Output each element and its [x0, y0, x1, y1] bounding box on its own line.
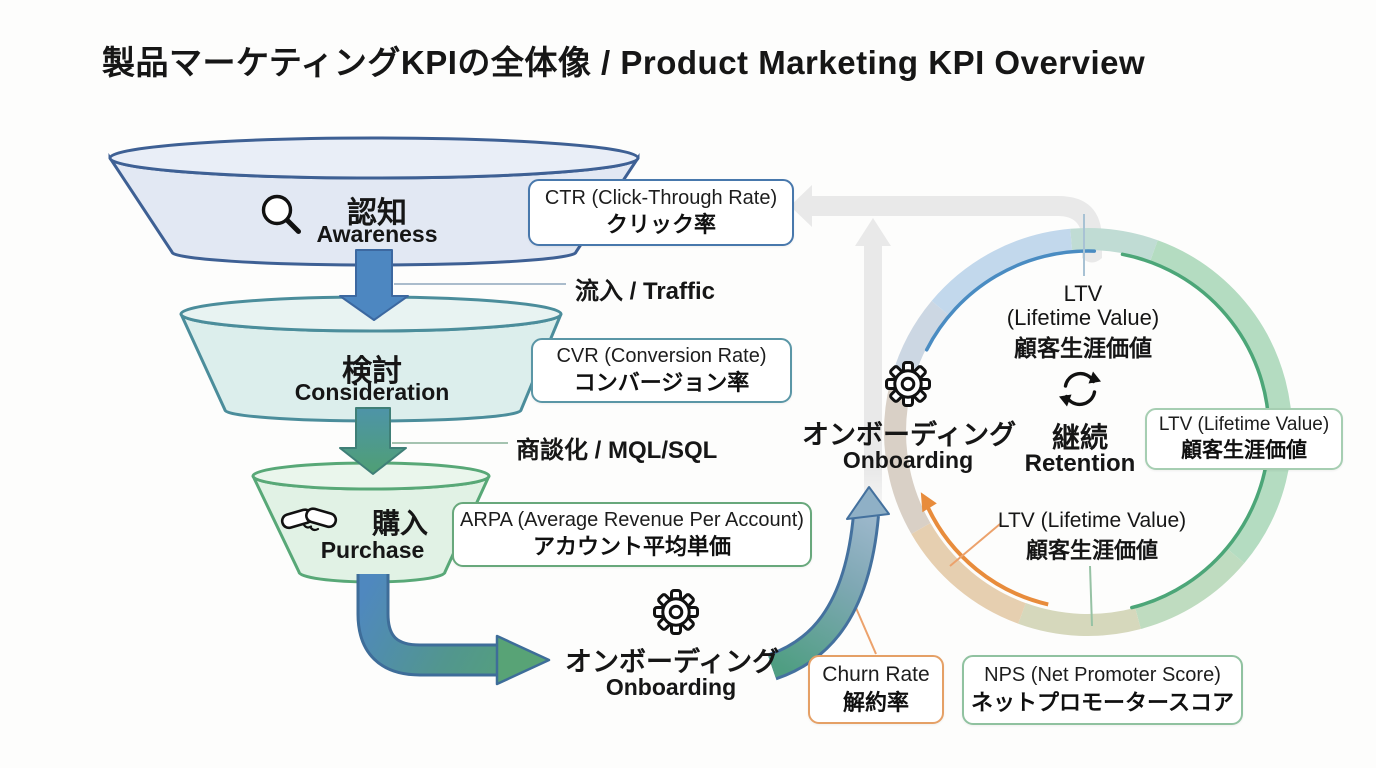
churn-connector-line: [852, 600, 877, 655]
kpi-box-cvr: CVR (Conversion Rate) コンバージョン率: [531, 338, 792, 403]
ltv-bottom-green-connector: [1089, 565, 1093, 627]
stage-purchase-label-en: Purchase: [320, 537, 425, 563]
transition-mql-sql-label: 商談化 / MQL/SQL: [516, 437, 718, 464]
handoff-onboarding-label-jp: オンボーディング: [565, 647, 780, 677]
kpi-ltv-jp: 顧客生涯価値: [1181, 438, 1307, 462]
kpi-ctr-jp: クリック率: [605, 212, 716, 238]
gear-icon: [653, 589, 699, 635]
arrow-consideration-to-purchase: [339, 407, 407, 475]
magnifier-icon: [261, 194, 301, 234]
gear-icon: [885, 361, 931, 407]
cycle-arc-blue: [924, 249, 1097, 352]
kpi-box-churn-rate: Churn Rate 解約率: [808, 655, 944, 724]
kpi-cvr-jp: コンバージョン率: [573, 370, 750, 396]
kpi-churn-en: Churn Rate: [822, 662, 930, 686]
kpi-ltv-en: LTV (Lifetime Value): [1158, 414, 1330, 436]
feedback-arrow-to-awareness: [790, 185, 1102, 263]
kpi-nps-jp: ネットプロモータースコア: [971, 689, 1234, 715]
kpi-arpa-en: ARPA (Average Revenue Per Account): [460, 508, 804, 531]
kpi-arpa-jp: アカウント平均単価: [532, 534, 731, 560]
stage-consideration-label-jp: 検討: [342, 355, 402, 388]
cycle-onboarding-label-en: Onboarding: [842, 447, 974, 473]
arrow-onboarding-to-cycle: [767, 486, 890, 681]
stage-awareness-label-en: Awareness: [316, 221, 438, 247]
funnel-stage-awareness: [108, 136, 640, 267]
kpi-box-ctr: CTR (Click-Through Rate) クリック率: [528, 179, 794, 246]
stage-consideration-label-en: Consideration: [294, 379, 450, 405]
handshake-icon: [280, 507, 338, 532]
cycle-ltv-bottom-jp: 顧客生涯価値: [1025, 538, 1158, 563]
kpi-nps-en: NPS (Net Promoter Score): [984, 664, 1221, 687]
kpi-ctr-en: CTR (Click-Through Rate): [544, 186, 778, 209]
cycle-retention-label-jp: 継続: [1051, 422, 1108, 453]
cycle-ltv-top-line2: (Lifetime Value): [1006, 305, 1160, 330]
kpi-box-ltv: LTV (Lifetime Value) 顧客生涯価値: [1145, 408, 1343, 470]
cycle-arrows-icon: [1059, 371, 1101, 407]
cycle-ltv-bottom-en: LTV (Lifetime Value): [997, 509, 1187, 532]
arrow-purchase-to-onboarding: [356, 574, 551, 686]
stage-awareness-label-jp: 認知: [347, 197, 407, 230]
page-title: 製品マーケティングKPIの全体像 / Product Marketing KPI…: [102, 44, 1146, 81]
stage-purchase-label-jp: 購入: [371, 508, 428, 539]
kpi-box-nps: NPS (Net Promoter Score) ネットプロモータースコア: [962, 655, 1243, 725]
kpi-box-arpa: ARPA (Average Revenue Per Account) アカウント…: [452, 502, 812, 567]
arrow-awareness-to-consideration: [339, 249, 409, 321]
cycle-ltv-top-line1: LTV: [1063, 281, 1103, 306]
ltv-bottom-orange-connector: [949, 523, 1001, 567]
kpi-churn-jp: 解約率: [842, 689, 909, 715]
transition-traffic-label: 流入 / Traffic: [575, 278, 716, 305]
cycle-ltv-top-line3: 顧客生涯価値: [1014, 335, 1152, 361]
handoff-onboarding-label-en: Onboarding: [605, 674, 737, 700]
cycle-onboarding-label-jp: オンボーディング: [802, 420, 1017, 450]
feedback-arrow-up: [855, 218, 891, 505]
cycle-arc-orange-arrow: [920, 492, 1049, 607]
kpi-cvr-en: CVR (Conversion Rate): [556, 344, 767, 367]
cycle-retention-label-en: Retention: [1024, 450, 1136, 477]
